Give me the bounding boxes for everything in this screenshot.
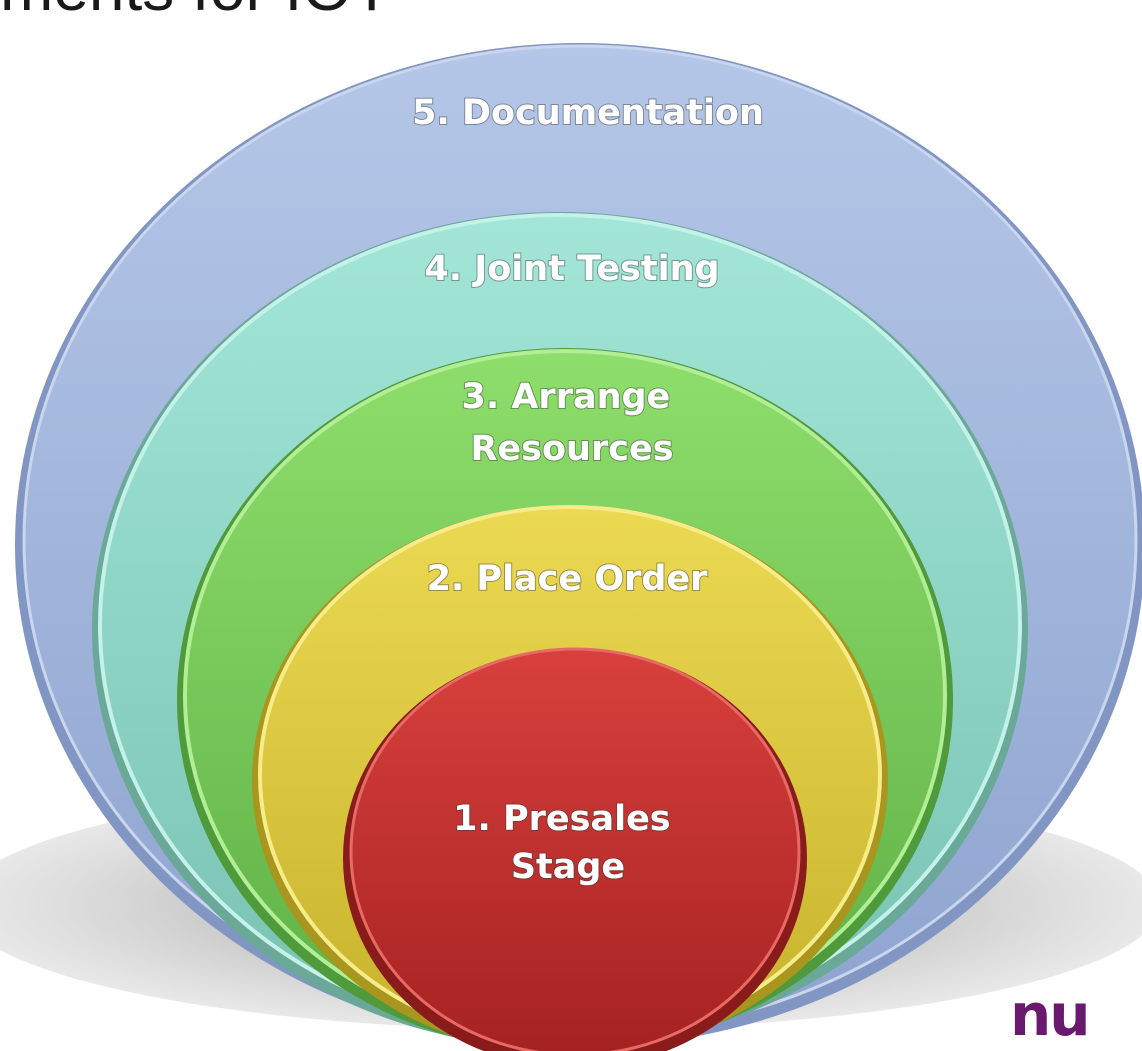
stage-3-label: 3. Arrange Resources	[462, 377, 683, 469]
stage-5-label: 5. Documentation	[412, 93, 764, 133]
stage-1-circle	[343, 647, 807, 1051]
stage-1-label: 1. Presales Stage	[453, 799, 683, 887]
stage-2-label: 2. Place Order	[427, 559, 709, 599]
slide-title: ments for IOT	[0, 0, 420, 20]
stage-4-label: 4. Joint Testing	[424, 249, 719, 289]
brand-logo: nu	[1010, 981, 1091, 1049]
